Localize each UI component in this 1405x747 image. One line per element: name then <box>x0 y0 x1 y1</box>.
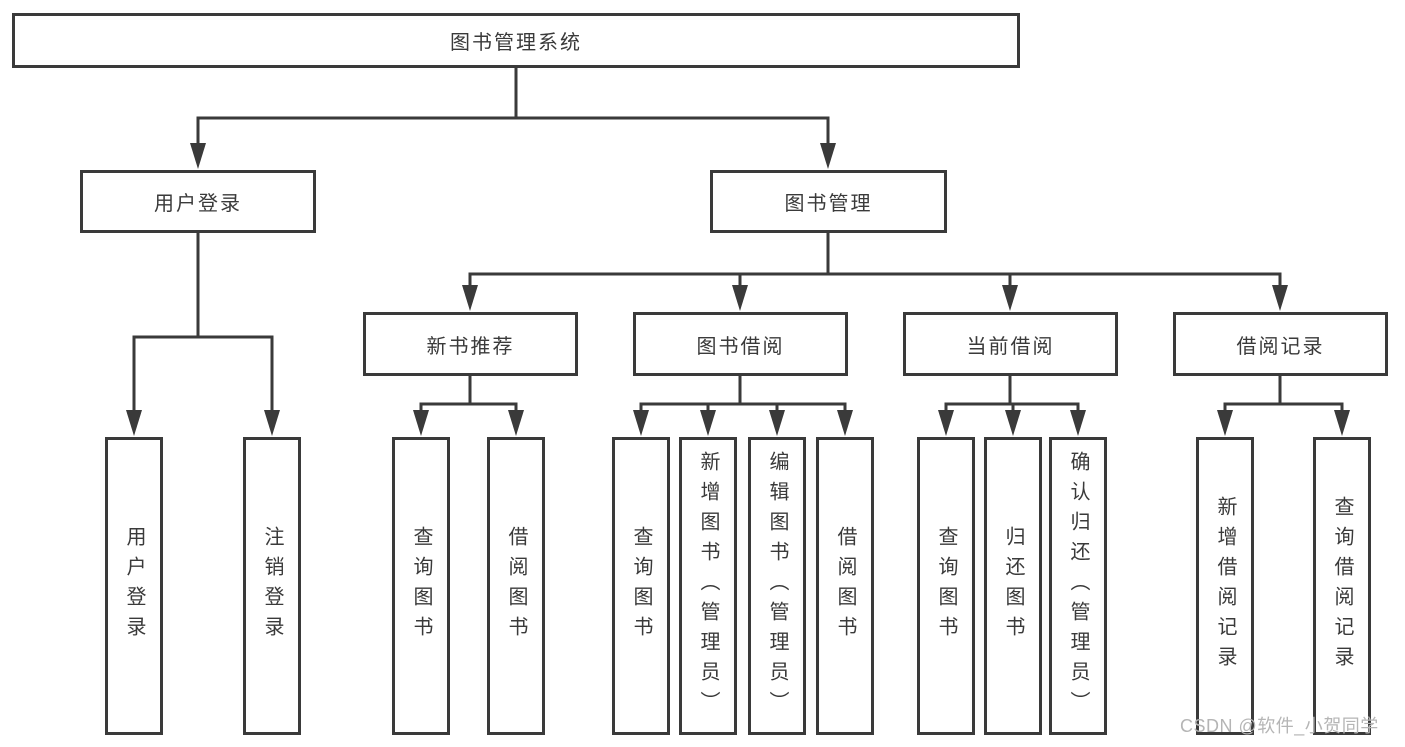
leaf-add-borrow-record: 新增借阅记录 <box>1196 437 1254 735</box>
node-borrow-records: 借阅记录 <box>1173 312 1388 376</box>
node-label: 图书借阅 <box>696 335 785 358</box>
leaf-logout: 注销登录 <box>243 437 301 735</box>
node-label: 查询图书 <box>630 526 652 646</box>
leaf-borrow-books-recommend: 借阅图书 <box>487 437 545 735</box>
leaf-return-books: 归还图书 <box>984 437 1042 735</box>
node-label: 借阅记录 <box>1236 335 1325 358</box>
node-label: 归还图书 <box>1002 526 1024 646</box>
node-label: 新增借阅记录 <box>1214 496 1236 676</box>
leaf-add-books-admin: 新增图书（管理员） <box>679 437 737 735</box>
node-label: 用户登录 <box>154 193 242 215</box>
node-label: 确认归还（管理员） <box>1067 451 1089 721</box>
leaf-query-borrow-record: 查询借阅记录 <box>1313 437 1371 735</box>
node-label: 注销登录 <box>261 526 283 646</box>
leaf-user-login: 用户登录 <box>105 437 163 735</box>
node-label: 图书管理系统 <box>450 32 582 54</box>
node-label: 用户登录 <box>123 526 145 646</box>
leaf-query-books-recommend: 查询图书 <box>392 437 450 735</box>
node-label: 当前借阅 <box>966 335 1055 358</box>
node-label: 新增图书（管理员） <box>697 451 719 721</box>
leaf-query-books-borrow: 查询图书 <box>612 437 670 735</box>
node-label: 借阅图书 <box>834 526 856 646</box>
leaf-edit-books-admin: 编辑图书（管理员） <box>748 437 806 735</box>
node-label: 新书推荐 <box>426 335 515 358</box>
csdn-watermark: CSDN @软件_小贺同学 <box>1180 716 1379 736</box>
node-book-borrow: 图书借阅 <box>633 312 848 376</box>
node-label: 查询借阅记录 <box>1331 496 1353 676</box>
node-current-borrow: 当前借阅 <box>903 312 1118 376</box>
node-book-management-module: 图书管理 <box>710 170 947 233</box>
leaf-confirm-return-admin: 确认归还（管理员） <box>1049 437 1107 735</box>
leaf-borrow-books: 借阅图书 <box>816 437 874 735</box>
node-label: 借阅图书 <box>505 526 527 646</box>
node-label: 编辑图书（管理员） <box>766 451 788 721</box>
leaf-query-books-current: 查询图书 <box>917 437 975 735</box>
node-root-system: 图书管理系统 <box>12 13 1020 68</box>
node-label: 查询图书 <box>410 526 432 646</box>
node-new-book-recommend: 新书推荐 <box>363 312 578 376</box>
node-label: 查询图书 <box>935 526 957 646</box>
node-label: 图书管理 <box>784 193 873 215</box>
node-user-login-module: 用户登录 <box>80 170 316 233</box>
